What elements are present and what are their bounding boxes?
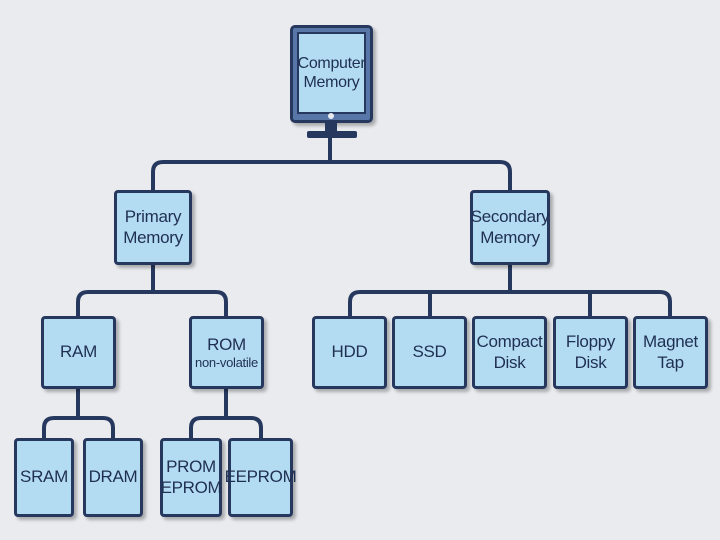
secondary-label-line1: Secondary — [470, 207, 550, 227]
compact-disk-label-line2: Disk — [493, 352, 526, 372]
compact-disk-node: Compact Disk — [472, 316, 547, 389]
monitor-stand-base — [307, 131, 357, 138]
rom-label-line2: non-volatile — [195, 354, 258, 370]
compact-disk-label-line1: Compact — [476, 332, 543, 352]
root-label-line2: Memory — [303, 74, 360, 91]
sram-node: SRAM — [14, 438, 74, 517]
magnet-tap-label-line2: Tap — [657, 352, 684, 372]
prom-eprom-node: PROM EPROM — [160, 438, 222, 517]
computer-monitor-icon: Computer Memory — [290, 25, 373, 123]
ram-node: RAM — [41, 316, 116, 389]
floppy-disk-label-line2: Disk — [574, 352, 607, 372]
primary-label-line1: Primary — [124, 207, 182, 227]
ram-label: RAM — [60, 342, 97, 362]
primary-memory-node: Primary Memory — [114, 190, 192, 265]
root-label-line1: Computer — [297, 54, 366, 72]
floppy-disk-label-line1: Floppy — [565, 332, 616, 352]
hdd-node: HDD — [312, 316, 387, 389]
hdd-label: HDD — [331, 342, 368, 362]
eeprom-node: EEPROM — [225, 438, 297, 517]
monitor-stand-neck — [325, 123, 337, 131]
monitor-power-dot — [328, 113, 334, 119]
connector-rom-branch — [189, 416, 263, 438]
rom-node: ROM non-volatile — [189, 316, 264, 389]
prom-label-line2: EPROM — [160, 477, 222, 497]
ssd-label: SSD — [412, 342, 447, 362]
secondary-label-line2: Memory — [480, 227, 540, 247]
secondary-memory-node: Secondary Memory — [470, 190, 550, 265]
rom-label-line1: ROM — [207, 334, 246, 354]
eeprom-label: EEPROM — [224, 467, 297, 487]
connector-root-branch — [151, 160, 512, 190]
connector-ram-branch — [42, 416, 115, 438]
sram-label: SRAM — [20, 467, 68, 487]
primary-label-line2: Memory — [123, 227, 183, 247]
dram-label: DRAM — [88, 467, 138, 487]
dram-node: DRAM — [83, 438, 143, 517]
magnet-tap-label-line1: Magnet — [643, 332, 698, 352]
root-node: Computer Memory — [297, 32, 366, 114]
prom-label-line1: PROM — [166, 457, 216, 477]
magnet-tap-node: Magnet Tap — [633, 316, 708, 389]
floppy-disk-node: Floppy Disk — [553, 316, 628, 389]
ssd-node: SSD — [392, 316, 467, 389]
connector-secondary-branch — [348, 290, 672, 316]
connector-primary-branch — [76, 290, 228, 316]
